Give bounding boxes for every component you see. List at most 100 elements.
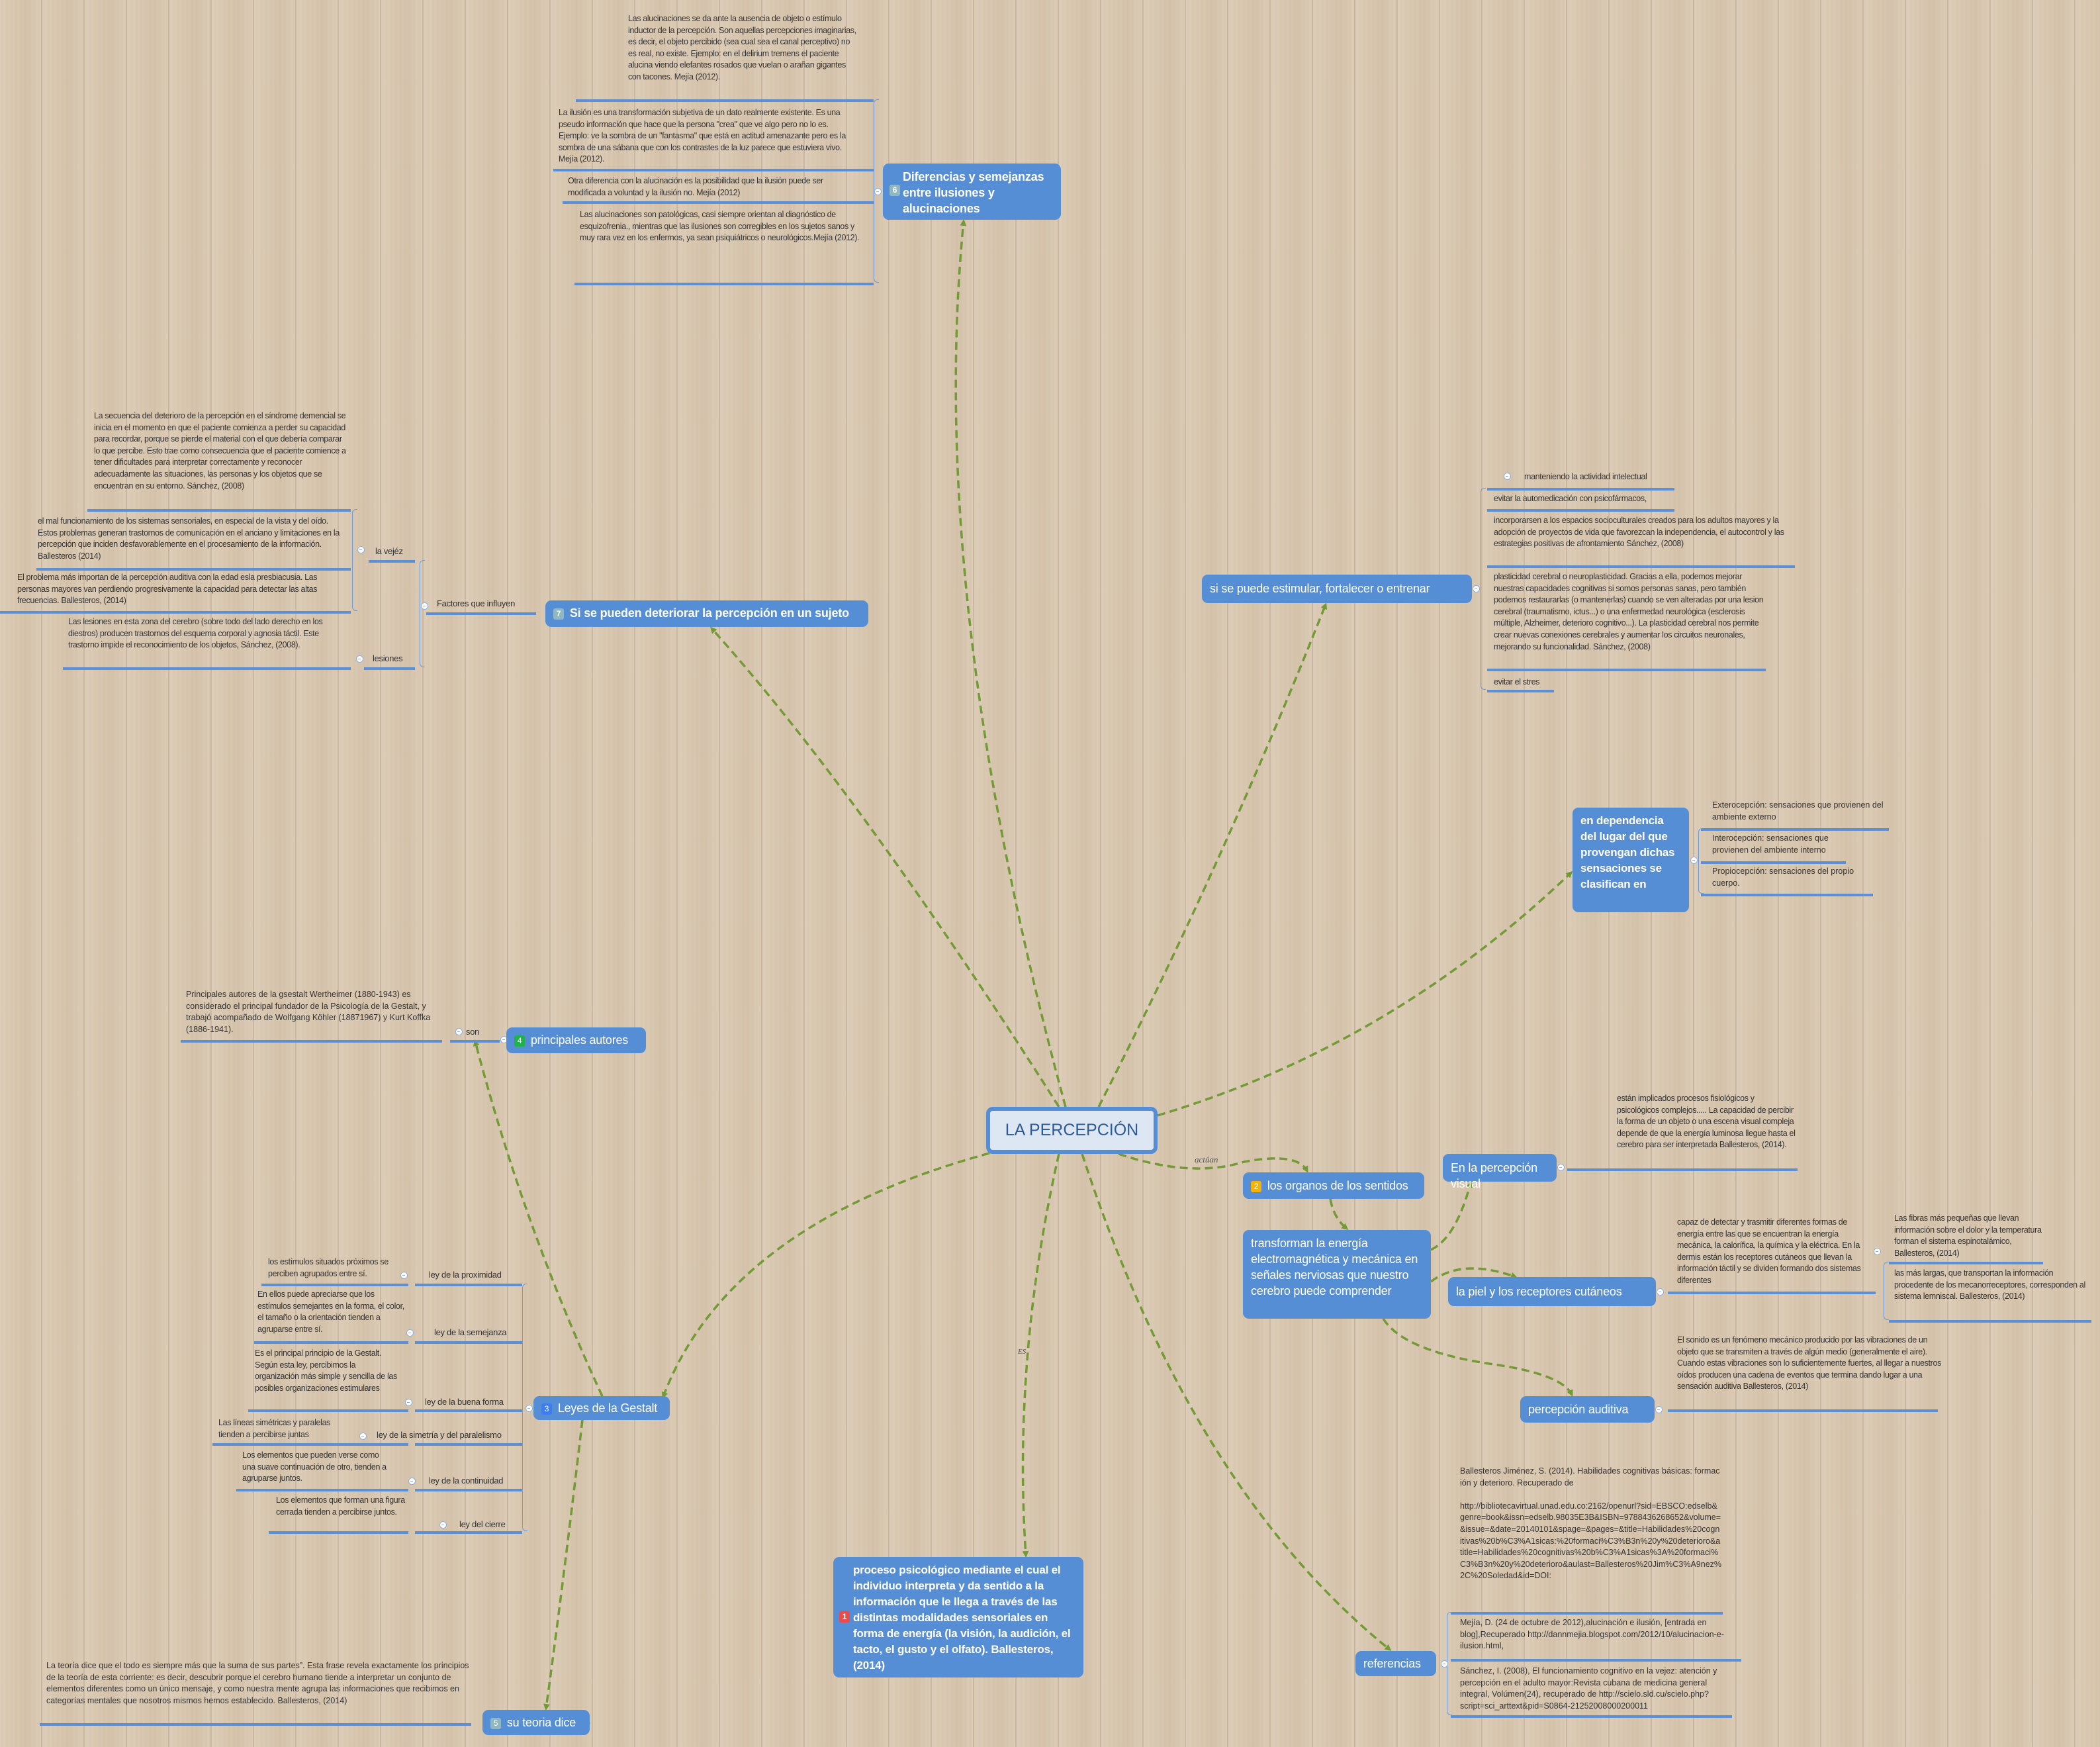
connector-to-leyes [661,1152,990,1399]
subtopic-factores[interactable]: Factores que influyen [437,598,515,608]
auditiva-text[interactable]: El sonido es un fenómeno mecánico produc… [1677,1335,1941,1392]
estimular-item[interactable]: evitar el stres [1494,677,1540,686]
priority-badge-1: 1 [839,1611,850,1623]
outline-bracket [1481,488,1486,690]
topic-percepcion-auditiva[interactable]: percepción auditiva [1520,1396,1655,1423]
outline-rule [1451,1612,1723,1615]
collapse-toggle[interactable] [1504,473,1511,480]
collapse-toggle[interactable] [356,655,363,663]
outline-rule [426,612,536,615]
collapse-toggle[interactable] [405,1399,412,1406]
reference-item[interactable]: Ballesteros Jiménez, S. (2014). Habilida… [1460,1466,1722,1581]
connector-to-referencias [1081,1153,1392,1651]
vejez-item[interactable]: el mal funcionamiento de los sistemas se… [38,516,340,561]
collapse-toggle[interactable] [1441,1660,1448,1668]
law-description[interactable]: Los elementos que forman una figura cerr… [276,1495,405,1517]
connector-to-visual [1430,1181,1473,1251]
subtopic-lesiones[interactable]: lesiones [373,653,403,663]
subtopic-vejez[interactable]: la vejéz [375,546,403,556]
law-description[interactable]: Los elementos que pueden verse como una … [242,1450,387,1484]
estimular-item[interactable]: evitar la automedicación con psicofármac… [1494,494,1647,503]
topic-piel-receptores[interactable]: la piel y los receptores cutáneos [1448,1277,1656,1306]
subtopic-alucinaciones-patologicas[interactable]: Las alucinaciones son patológicas, casi … [580,210,860,243]
collapse-toggle[interactable] [1557,1164,1565,1171]
topic-su-teoria-dice[interactable]: 5 su teoria dice [482,1710,590,1735]
subtopic-alucinaciones-definicion[interactable]: Las alucinaciones se da ante la ausencia… [628,14,856,81]
law-cierre[interactable]: ley del cierre [459,1519,506,1529]
collapse-toggle[interactable] [455,1028,463,1035]
estimular-item[interactable]: manteniendo la actividad intelectual [1524,472,1647,481]
topic-title: en dependencia del lugar del que proveng… [1580,814,1675,890]
topic-deterioro[interactable]: 7 Si se pueden deteriorar la percepción … [545,600,868,627]
law-proximidad[interactable]: ley de la proximidad [429,1270,502,1280]
collapse-toggle[interactable] [1473,585,1480,592]
outline-rule [1668,1409,1938,1412]
reference-item[interactable]: Mejía, D. (24 de octubre de 2012),alucin… [1460,1618,1724,1651]
collapse-toggle[interactable] [406,1329,414,1337]
topic-title: principales autores [530,1033,629,1047]
law-description[interactable]: En ellos puede apreciarse que los estímu… [257,1290,404,1334]
clasificacion-item[interactable]: Interocepción: sensaciones que provienen… [1712,833,1829,855]
topic-transforman[interactable]: transforman la energía electromagnética … [1243,1230,1431,1319]
collapse-toggle[interactable] [1690,857,1698,864]
topic-referencias[interactable]: referencias [1355,1651,1436,1676]
topic-definicion[interactable]: 1 proceso psicológico mediante el cual e… [833,1557,1083,1677]
outline-rule [1701,861,1846,864]
law-description[interactable]: Las líneas simétricas y paralelas tiende… [218,1418,331,1439]
topic-title: Diferencias y semejanzas entre ilusiones… [903,170,1044,215]
collapse-toggle[interactable] [439,1521,447,1529]
topic-clasificacion[interactable]: en dependencia del lugar del que proveng… [1573,808,1689,912]
estimular-item[interactable]: plasticidad cerebral o neuroplasticidad.… [1494,572,1764,651]
subtopic-ilusion-definicion[interactable]: La ilusión es una transformación subjeti… [559,108,846,164]
link-label-es: ES [1018,1348,1027,1356]
vejez-item[interactable]: La secuencia del deterioro de la percepc… [94,411,346,491]
central-topic[interactable]: LA PERCEPCIÓN [986,1107,1158,1154]
topic-principales-autores[interactable]: 4 principales autores [506,1027,646,1053]
piel-text[interactable]: capaz de detectar y trasmitir diferentes… [1677,1217,1861,1285]
topic-title: referencias [1363,1657,1421,1670]
priority-badge-5: 5 [490,1718,501,1729]
clasificacion-item[interactable]: Exterocepción: sensaciones que provienen… [1712,800,1884,822]
subtopic-son[interactable]: son [466,1027,480,1037]
collapse-toggle[interactable] [1657,1288,1664,1296]
vejez-item[interactable]: El problema más importan de la percepció… [17,573,318,606]
estimular-item[interactable]: incorporarsen a los espacios sociocultur… [1494,516,1784,549]
law-semejanza[interactable]: ley de la semejanza [434,1327,507,1337]
collapse-toggle[interactable] [421,602,428,610]
clasificacion-item[interactable]: Propiocepción: sensaciones del propio cu… [1712,867,1854,888]
outline-rule [248,1409,408,1412]
collapse-toggle[interactable] [359,1433,367,1440]
link-label-actuan: actúan [1195,1155,1218,1164]
law-buena-forma[interactable]: ley de la buena forma [425,1397,504,1407]
law-description[interactable]: los estímulos situados próximos se perci… [268,1257,388,1278]
law-description[interactable]: Es el principal principio de la Gestalt.… [255,1348,397,1393]
outline-rule [1487,690,1554,692]
topic-percepcion-visual[interactable]: En la percepción visual [1443,1154,1557,1190]
collapse-toggle[interactable] [1874,1248,1881,1255]
collapse-toggle[interactable] [357,546,365,553]
topic-leyes-gestalt[interactable]: 3 Leyes de la Gestalt [533,1396,670,1420]
collapse-toggle[interactable] [408,1478,416,1485]
autores-text[interactable]: Principales autores de la gsestalt Werth… [186,990,431,1034]
outline-rule [1701,828,1889,831]
collapse-toggle[interactable] [525,1405,533,1412]
outline-rule [1487,488,1674,491]
topic-diferencias[interactable]: 6 Diferencias y semejanzas entre ilusion… [883,164,1061,220]
teoria-text[interactable]: La teoría dice que el todo es siempre má… [46,1661,469,1705]
outline-rule [563,201,874,204]
reference-item[interactable]: Sánchez, I. (2008), El funcionamiento co… [1460,1666,1717,1711]
law-continuidad[interactable]: ley de la continuidad [429,1476,504,1486]
outline-rule [1889,1320,2091,1323]
piel-child[interactable]: las más largas, que transportan la infor… [1894,1268,2085,1301]
outline-rule [450,1040,500,1043]
collapse-toggle[interactable] [874,188,882,195]
piel-child[interactable]: Las fibras más pequeñas que llevan infor… [1894,1213,2042,1258]
law-simetria[interactable]: ley de la simetría y del paralelismo [377,1430,502,1440]
visual-text[interactable]: están implicados procesos fisiológicos y… [1617,1094,1796,1150]
lesiones-item[interactable]: Las lesiones en esta zona del cerebro (s… [68,617,323,650]
collapse-toggle[interactable] [400,1272,408,1279]
topic-organos-sentidos[interactable]: 2 los organos de los sentidos [1243,1172,1424,1199]
subtopic-otra-diferencia[interactable]: Otra diferencia con la alucinación es la… [568,176,823,197]
collapse-toggle[interactable] [1655,1406,1663,1413]
topic-estimular[interactable]: si se puede estimular, fortalecer o entr… [1202,575,1472,603]
